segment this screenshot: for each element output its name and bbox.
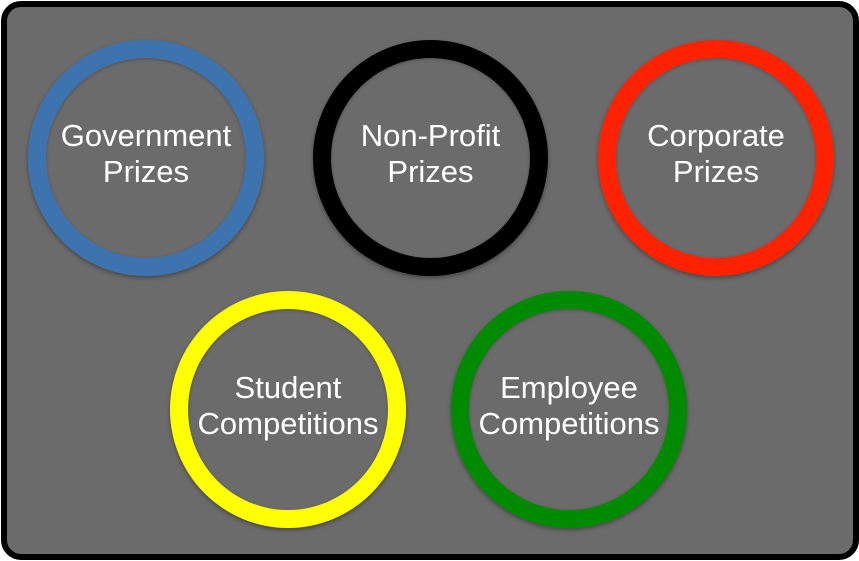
circle-label: Employee Competitions bbox=[479, 370, 660, 442]
label-line-1: Non-Profit bbox=[360, 118, 501, 153]
label-line-1: Corporate bbox=[647, 118, 785, 153]
label-line-2: Competitions bbox=[478, 405, 660, 441]
circle-label: Non-Profit Prizes bbox=[361, 118, 501, 190]
label-line-1: Employee bbox=[500, 369, 638, 405]
circle-employee-competitions: Employee Competitions bbox=[451, 291, 687, 528]
circle-corporate-prizes: Corporate Prizes bbox=[598, 40, 834, 276]
label-line-2: Prizes bbox=[387, 154, 474, 189]
circle-student-competitions: Student Competitions bbox=[170, 291, 406, 528]
label-line-1: Government bbox=[60, 118, 232, 153]
label-line-2: Competitions bbox=[197, 405, 379, 441]
label-line-2: Prizes bbox=[672, 154, 760, 189]
circle-label: Government Prizes bbox=[61, 118, 232, 190]
circle-label: Student Competitions bbox=[198, 370, 379, 442]
circle-non-profit-prizes: Non-Profit Prizes bbox=[313, 40, 548, 276]
label-line-1: Student bbox=[234, 369, 342, 405]
circle-label: Corporate Prizes bbox=[647, 118, 785, 190]
circle-government-prizes: Government Prizes bbox=[28, 40, 264, 276]
label-line-2: Prizes bbox=[102, 154, 190, 189]
